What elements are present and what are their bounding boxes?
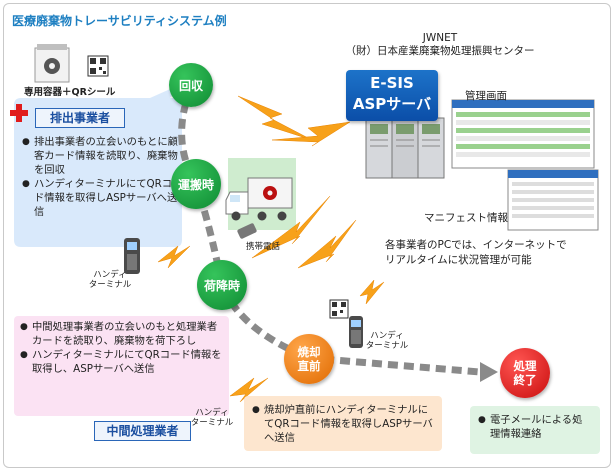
stage-kaishu: 回収 xyxy=(169,63,213,107)
container-label: 専用容器＋QRシール xyxy=(24,87,116,98)
lightning-icon xyxy=(237,95,313,141)
stage-shokyaku-line1: 焼却 xyxy=(297,345,321,359)
red-cross-icon xyxy=(10,104,28,122)
list-item: 中間処理事業者の立会いのもと処理業者カードを読取り、廃棄物を荷下ろし xyxy=(20,320,223,348)
handy-terminal-line2: ターミナル xyxy=(365,341,409,351)
stage-nioroshi: 荷降時 xyxy=(197,260,247,310)
stage-shori-line1: 処理 xyxy=(513,359,537,373)
stage-shokyaku: 焼却直前 xyxy=(284,334,334,384)
jwnet-org: （財）日本産業廃棄物処理振興センター xyxy=(345,45,535,57)
lightning-bolts xyxy=(157,95,385,403)
container-icon xyxy=(34,44,70,83)
lightning-icon xyxy=(297,219,357,269)
qr-code-icon xyxy=(329,299,349,319)
pc-note-line1: 各事業者のPCでは、インターネットで xyxy=(385,239,567,251)
handy-terminal-line1: ハンディ xyxy=(195,408,229,418)
flow-arrowhead xyxy=(480,362,498,382)
pc-note-line2: リアルタイムに状況管理が可能 xyxy=(385,254,532,266)
stage-shokyaku-line2: 直前 xyxy=(297,359,321,373)
stage-unpan: 運搬時 xyxy=(171,159,221,209)
jwnet-title: JWNET （財）日本産業廃棄物処理振興センター xyxy=(345,32,535,58)
esis-line1: E-SIS xyxy=(370,74,414,92)
lightning-icon xyxy=(157,245,191,269)
management-screen-image xyxy=(451,99,595,169)
shori-description: 電子メールによる処理情報連絡 xyxy=(470,406,600,454)
server-rack-icon xyxy=(365,117,445,179)
list-item: ハンディターミナルにてQRコード情報を取得し、ASPサーバへ送信 xyxy=(20,348,223,376)
haishutsu-description: 排出事業者の立会いのもとに顧客カード情報を読取り、廃棄物を回収 ハンディターミナ… xyxy=(22,135,184,245)
lightning-icon xyxy=(271,121,351,147)
cellphone-icon xyxy=(237,223,257,239)
list-item: ハンディターミナルにてQRコード情報を取得しASPサーバへ送信 xyxy=(22,177,184,219)
lightning-icon xyxy=(251,195,331,259)
cellphone-label: 携帯電話 xyxy=(246,242,281,252)
chukan-badge: 中間処理業者 xyxy=(94,421,191,441)
shokyaku-description: 焼却炉直前にハンディターミナルにてQRコード情報を取得しASPサーバへ送信 xyxy=(244,396,442,451)
handy-terminal-line2: ターミナル xyxy=(88,280,132,290)
qr-code-icon xyxy=(87,55,109,77)
stage-shori-line2: 終了 xyxy=(513,373,537,387)
management-screen-label: 管理画面 xyxy=(465,90,507,102)
manifest-label: マニフェスト情報 xyxy=(424,212,508,224)
list-item: 電子メールによる処理情報連絡 xyxy=(478,413,592,441)
esis-line2: ASPサーバ xyxy=(352,95,432,113)
handy-terminal-line1: ハンディ xyxy=(93,270,127,280)
manifest-screen-image xyxy=(507,169,599,231)
esis-asp-server-label: E-SIS ASPサーバ xyxy=(346,70,438,121)
haishutsu-badge: 排出事業者 xyxy=(35,108,125,128)
stage-shori: 処理終了 xyxy=(500,348,550,398)
handy-terminal-label: ハンディ ターミナル xyxy=(86,270,134,290)
handy-terminal-icon xyxy=(124,238,140,274)
list-item: 排出事業者の立会いのもとに顧客カード情報を読取り、廃棄物を回収 xyxy=(22,135,184,177)
handy-terminal-label: ハンディ ターミナル xyxy=(363,331,411,351)
lightning-icon xyxy=(359,279,385,305)
list-item: 焼却炉直前にハンディターミナルにてQRコード情報を取得しASPサーバへ送信 xyxy=(252,403,434,445)
handy-terminal-label: ハンディ ターミナル xyxy=(188,408,236,428)
handy-terminal-line2: ターミナル xyxy=(190,418,234,428)
lightning-icon xyxy=(229,377,269,403)
truck-icon xyxy=(225,177,293,221)
handy-terminal-icon xyxy=(349,316,363,348)
page-title: 医療廃棄物トレーサビリティシステム例 xyxy=(12,14,227,28)
chukan-description: 中間処理事業者の立会いのもと処理業者カードを読取り、廃棄物を荷下ろし ハンディタ… xyxy=(14,316,229,416)
handy-terminal-line1: ハンディ xyxy=(370,331,404,341)
jwnet-name: JWNET xyxy=(422,32,458,44)
pc-note: 各事業者のPCでは、インターネットで リアルタイムに状況管理が可能 xyxy=(385,238,585,268)
